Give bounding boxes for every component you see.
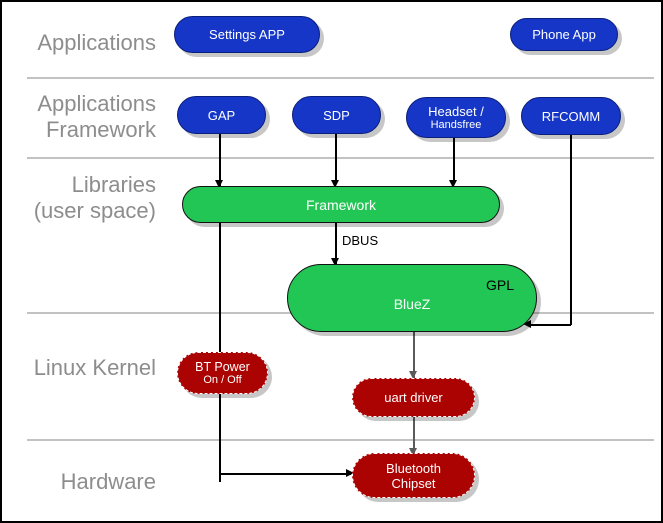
node-bluetooth-chipset[interactable]: Bluetooth Chipset bbox=[352, 453, 475, 498]
node-bluez[interactable]: GPL BlueZ bbox=[287, 264, 537, 332]
node-rfcomm[interactable]: RFCOMM bbox=[521, 97, 621, 135]
node-bluez-label: BlueZ bbox=[393, 296, 431, 312]
edge-gap-vertical bbox=[219, 134, 221, 482]
layer-label-hardware: Hardware bbox=[60, 469, 156, 494]
layer-label-linux-kernel: Linux Kernel bbox=[33, 355, 156, 380]
node-bt-power[interactable]: BT Power On / Off bbox=[177, 352, 268, 394]
node-settings-app-label: Settings APP bbox=[209, 27, 285, 42]
node-uart-driver-label: uart driver bbox=[384, 390, 443, 405]
layer-label-applications: Applications bbox=[37, 30, 156, 55]
node-framework-label: Framework bbox=[305, 196, 376, 213]
edge-sdp-arrowhead bbox=[331, 180, 339, 188]
node-sdp[interactable]: SDP bbox=[292, 96, 381, 134]
edge-gap-arrowhead-chipset bbox=[346, 469, 354, 477]
edge-gap-arrowhead-framework bbox=[215, 180, 223, 188]
node-gap[interactable]: GAP bbox=[177, 96, 266, 134]
separator-applications-framework bbox=[27, 157, 654, 159]
node-settings-app[interactable]: Settings APP bbox=[174, 16, 320, 53]
separator-applications bbox=[27, 77, 654, 79]
node-bt-power-line1: BT Power bbox=[195, 360, 250, 374]
node-bluez-badge-gpl: GPL bbox=[485, 277, 514, 293]
layer-label-applications-framework: Applications Framework bbox=[37, 91, 156, 142]
edge-dbus-vertical bbox=[335, 222, 337, 264]
node-bluetooth-chipset-line2: Chipset bbox=[391, 475, 436, 491]
node-phone-app[interactable]: Phone App bbox=[510, 18, 618, 51]
edge-rfcomm-vertical bbox=[570, 134, 572, 325]
edge-uart-chipset-vertical bbox=[413, 416, 415, 456]
edge-bluez-uart-arrowhead bbox=[409, 371, 417, 379]
edge-sdp-vertical bbox=[335, 134, 337, 184]
node-bluetooth-chipset-line1: Bluetooth bbox=[386, 460, 441, 476]
node-phone-app-label: Phone App bbox=[532, 27, 596, 42]
node-sdp-label: SDP bbox=[323, 107, 350, 123]
edge-gap-horizontal-to-chipset bbox=[219, 473, 351, 475]
node-bt-power-line2: On / Off bbox=[203, 374, 242, 386]
node-headset-handsfree-line2: Handsfree bbox=[430, 119, 482, 131]
node-framework[interactable]: Framework bbox=[182, 186, 500, 223]
edge-rfcomm-arrowhead bbox=[523, 320, 531, 328]
edge-headset-vertical bbox=[453, 138, 455, 184]
edge-uart-chipset-arrowhead bbox=[409, 448, 417, 456]
edge-bluez-uart-vertical bbox=[413, 332, 415, 379]
separator-linux-kernel bbox=[27, 439, 654, 441]
node-headset-handsfree-line1: Headset / bbox=[428, 104, 484, 119]
edge-label-dbus: DBUS bbox=[342, 233, 379, 248]
node-gap-label: GAP bbox=[207, 107, 236, 123]
node-rfcomm-label: RFCOMM bbox=[541, 108, 601, 124]
layer-label-libraries: Libraries (user space) bbox=[33, 172, 156, 223]
node-uart-driver[interactable]: uart driver bbox=[352, 378, 475, 417]
node-headset-handsfree[interactable]: Headset / Handsfree bbox=[406, 97, 506, 138]
edge-rfcomm-horizontal bbox=[531, 324, 571, 326]
edge-headset-arrowhead bbox=[449, 180, 457, 188]
edge-dbus-arrowhead bbox=[331, 258, 339, 266]
